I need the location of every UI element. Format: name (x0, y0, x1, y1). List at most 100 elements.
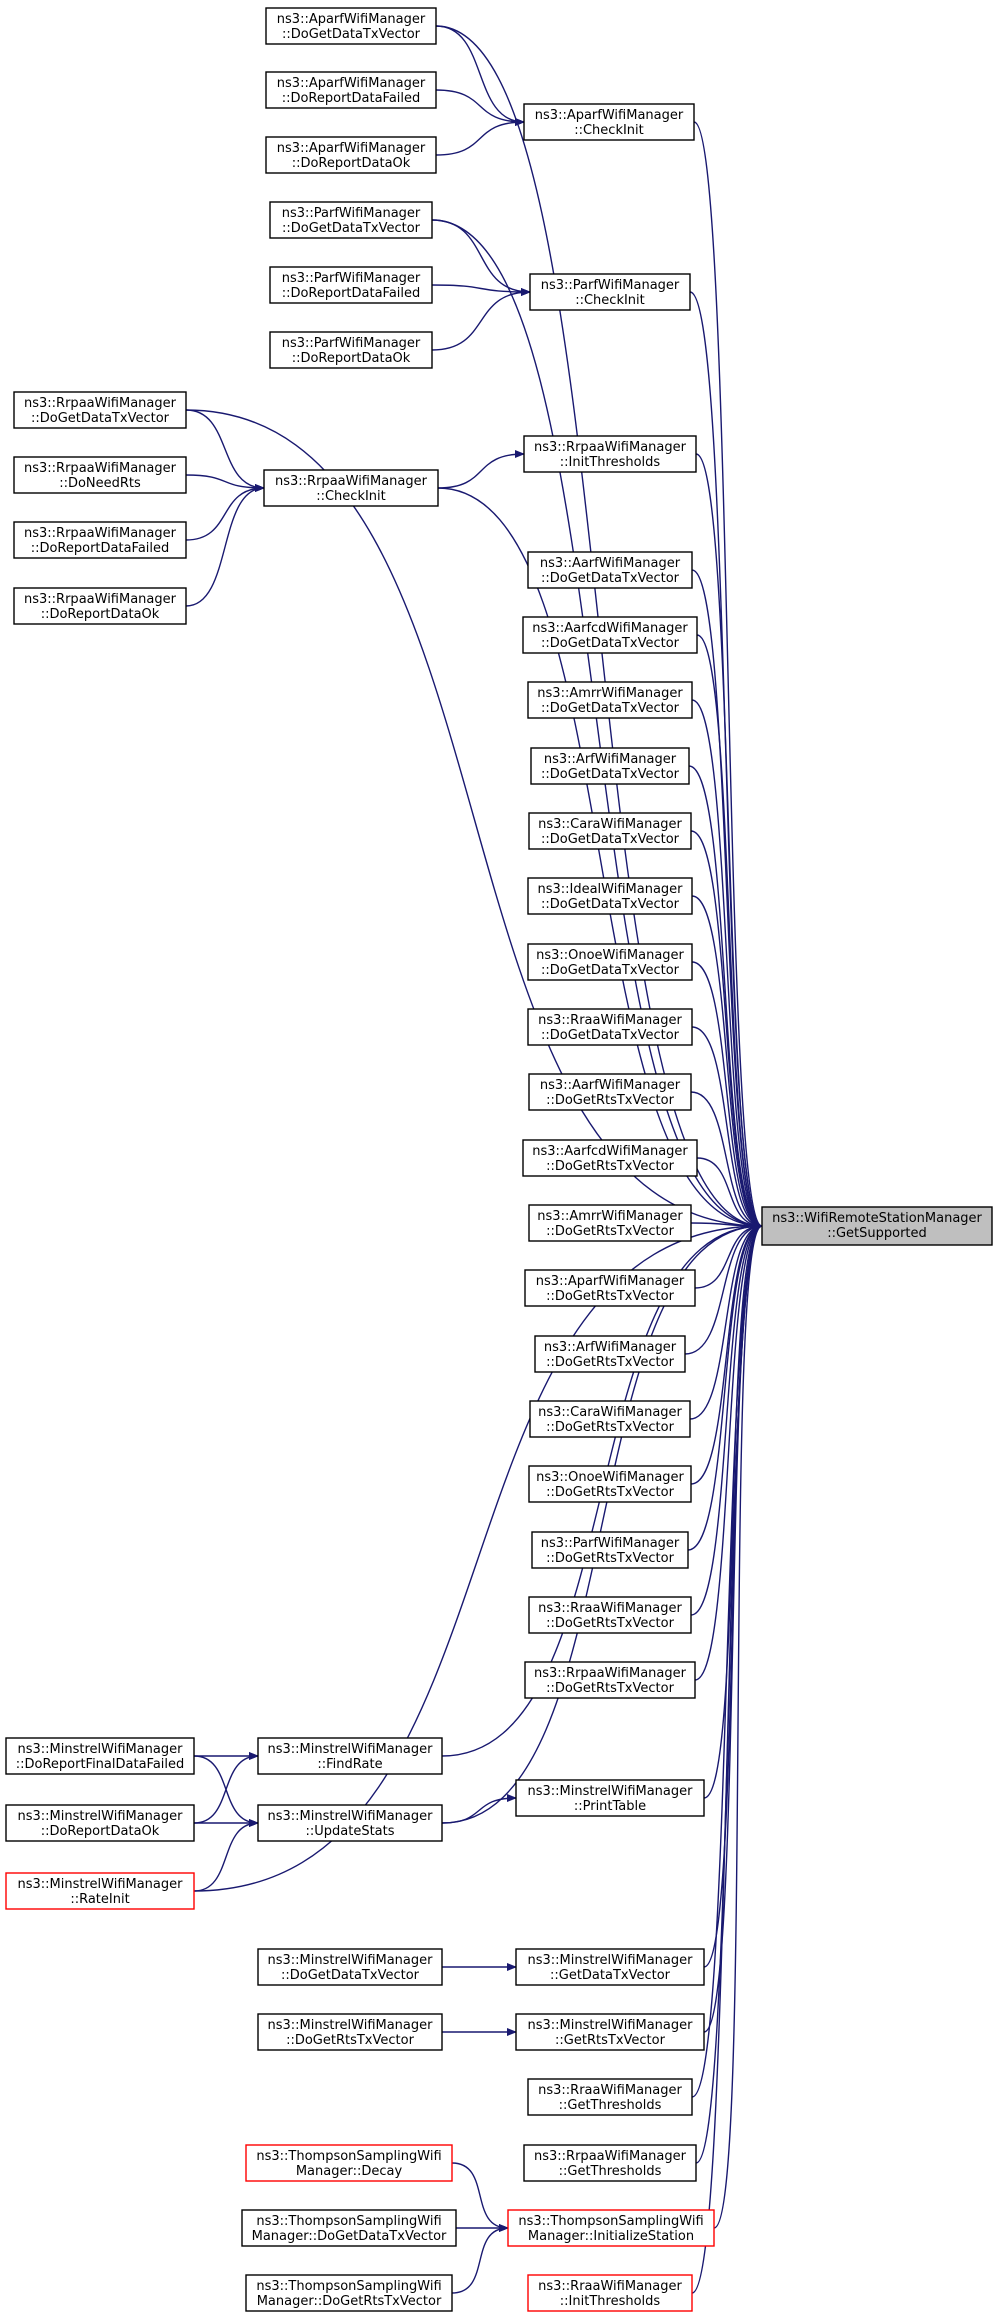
node-label-line: ::DoGetRtsTxVector (546, 1616, 675, 1631)
node-min-gdtv[interactable]: ns3::MinstrelWifiManager::GetDataTxVecto… (515, 1948, 705, 1986)
node-rrpaa-drdo[interactable]: ns3::RrpaaWifiManager::DoReportDataOk (13, 587, 187, 625)
node-rraa-gt[interactable]: ns3::RraaWifiManager::GetThresholds (527, 2078, 693, 2116)
edge-parf_dgdtv-to-parf_ci (431, 219, 531, 296)
node-label-line: ::InitThresholds (560, 455, 661, 470)
node-aparf-ci[interactable]: ns3::AparfWifiManager::CheckInit (523, 103, 695, 141)
node-min-pt[interactable]: ns3::MinstrelWifiManager::PrintTable (515, 1779, 705, 1817)
edge-cara_dgdtv-to-grs (690, 830, 763, 1230)
node-parf-ci[interactable]: ns3::ParfWifiManager::CheckInit (529, 273, 691, 311)
node-label-line: ::DoGetRtsTxVector (546, 1420, 675, 1435)
edge-aparf_drdf-to-aparf_ci (435, 89, 525, 126)
node-parf-drdf[interactable]: ns3::ParfWifiManager::DoReportDataFailed (269, 266, 433, 304)
node-aparf-dgdtv[interactable]: ns3::AparfWifiManager::DoGetDataTxVector (265, 7, 437, 45)
node-min-fr[interactable]: ns3::MinstrelWifiManager::FindRate (257, 1737, 443, 1775)
node-label-line: ::DoReportDataOk (41, 607, 160, 622)
node-label-line: ::GetDataTxVector (550, 1968, 671, 1983)
node-aarfcd-dgrtv[interactable]: ns3::AarfcdWifiManager::DoGetRtsTxVector (522, 1139, 698, 1177)
node-min-drfdf[interactable]: ns3::MinstrelWifiManager::DoReportFinalD… (5, 1737, 195, 1775)
node-ideal-dgdtv[interactable]: ns3::IdealWifiManager::DoGetDataTxVector (527, 877, 693, 915)
edge-ts_is-to-grs (713, 1222, 763, 2229)
node-label-line: ::CheckInit (574, 123, 644, 138)
nodes: ns3::WifiRemoteStationManager::GetSuppor… (5, 7, 993, 2312)
node-rrpaa-dnr[interactable]: ns3::RrpaaWifiManager::DoNeedRts (13, 456, 187, 494)
node-label-line: ::GetThresholds (559, 2098, 662, 2113)
node-rrpaa-ci[interactable]: ns3::RrpaaWifiManager::CheckInit (263, 469, 439, 507)
node-label-line: ns3::RrpaaWifiManager (24, 396, 177, 411)
node-label-line: ::DoGetDataTxVector (541, 701, 680, 716)
node-onoe-dgdtv[interactable]: ns3::OnoeWifiManager::DoGetDataTxVector (527, 943, 693, 981)
node-label-line: ns3::RraaWifiManager (538, 1601, 682, 1616)
node-label-line: ns3::MinstrelWifiManager (17, 1742, 183, 1757)
node-min-ri[interactable]: ns3::MinstrelWifiManager::RateInit (5, 1872, 195, 1910)
node-arf-dgdtv[interactable]: ns3::ArfWifiManager::DoGetDataTxVector (530, 747, 690, 785)
node-min-grtv[interactable]: ns3::MinstrelWifiManager::GetRtsTxVector (515, 2013, 705, 2051)
node-label-line: ::DoGetDataTxVector (541, 963, 680, 978)
node-rrpaa-dgdtv[interactable]: ns3::RrpaaWifiManager::DoGetDataTxVector (13, 391, 187, 429)
node-aparf-dgrtv[interactable]: ns3::AparfWifiManager::DoGetRtsTxVector (524, 1269, 696, 1307)
node-parf-dgrtv[interactable]: ns3::ParfWifiManager::DoGetRtsTxVector (531, 1531, 689, 1569)
node-amrr-dgrtv[interactable]: ns3::AmrrWifiManager::DoGetRtsTxVector (528, 1204, 692, 1242)
node-label-line: ::DoGetDataTxVector (282, 221, 421, 236)
node-ts-is[interactable]: ns3::ThompsonSamplingWifiManager::Initia… (507, 2209, 715, 2247)
edge-aarf_dgrtv-to-grs (690, 1091, 763, 1230)
node-label-line: ns3::MinstrelWifiManager (17, 1877, 183, 1892)
edge-rrpaa_drdf-to-rrpaa_ci (185, 484, 265, 541)
node-onoe-dgrtv[interactable]: ns3::OnoeWifiManager::DoGetRtsTxVector (528, 1465, 692, 1503)
node-min-us[interactable]: ns3::MinstrelWifiManager::UpdateStats (257, 1804, 443, 1842)
node-rraa-dgrtv[interactable]: ns3::RraaWifiManager::DoGetRtsTxVector (528, 1596, 692, 1634)
node-label-line: ns3::RrpaaWifiManager (24, 461, 177, 476)
node-rrpaa-dgrtv[interactable]: ns3::RrpaaWifiManager::DoGetRtsTxVector (524, 1661, 696, 1699)
node-label-line: Manager::InitializeStation (528, 2229, 694, 2244)
node-label-line: ns3::AparfWifiManager (277, 12, 426, 27)
edge-aparf_ci-to-grs (693, 121, 763, 1230)
node-label-line: ::DoReportDataOk (41, 1824, 160, 1839)
node-rrpaa-gt[interactable]: ns3::RrpaaWifiManager::GetThresholds (523, 2144, 697, 2182)
node-label-line: ns3::ParfWifiManager (541, 278, 680, 293)
node-ts-dgrtv[interactable]: ns3::ThompsonSamplingWifiManager::DoGetR… (245, 2274, 453, 2312)
node-rraa-it[interactable]: ns3::RraaWifiManager::InitThresholds (527, 2274, 693, 2312)
node-label-line: ::DoGetDataTxVector (282, 27, 421, 42)
node-rrpaa-it[interactable]: ns3::RrpaaWifiManager::InitThresholds (523, 435, 697, 473)
node-min-drdo[interactable]: ns3::MinstrelWifiManager::DoReportDataOk (5, 1804, 195, 1842)
node-label-line: ::DoGetRtsTxVector (546, 1159, 675, 1174)
node-label-line: ::CheckInit (316, 489, 386, 504)
node-aparf-drdf[interactable]: ns3::AparfWifiManager::DoReportDataFaile… (265, 71, 437, 109)
node-label-line: ::DoNeedRts (59, 476, 141, 491)
edge-rrpaa_dnr-to-rrpaa_ci (185, 474, 265, 492)
node-cara-dgdtv[interactable]: ns3::CaraWifiManager::DoGetDataTxVector (528, 812, 692, 850)
node-label-line: ::DoGetDataTxVector (31, 411, 170, 426)
node-label-line: ns3::RrpaaWifiManager (534, 440, 687, 455)
node-amrr-dgdtv[interactable]: ns3::AmrrWifiManager::DoGetDataTxVector (527, 681, 693, 719)
node-rraa-dgdtv[interactable]: ns3::RraaWifiManager::DoGetDataTxVector (527, 1008, 693, 1046)
node-label-line: ::DoGetRtsTxVector (546, 1355, 675, 1370)
node-label-line: ::DoGetRtsTxVector (546, 1093, 675, 1108)
node-label-line: ns3::CaraWifiManager (538, 817, 682, 832)
node-label-line: ns3::ThompsonSamplingWifi (256, 2279, 441, 2294)
edge-min_us-to-min_pt (441, 1794, 517, 1824)
node-rrpaa-drdf[interactable]: ns3::RrpaaWifiManager::DoReportDataFaile… (13, 521, 187, 559)
node-parf-drdo[interactable]: ns3::ParfWifiManager::DoReportDataOk (269, 331, 433, 369)
node-cara-dgrtv[interactable]: ns3::CaraWifiManager::DoGetRtsTxVector (529, 1400, 691, 1438)
node-label-line: ns3::ParfWifiManager (282, 206, 421, 221)
node-ts-dgdtv[interactable]: ns3::ThompsonSamplingWifiManager::DoGetD… (241, 2209, 457, 2247)
edge-rrpaa_drdo-to-rrpaa_ci (185, 484, 265, 607)
node-grs[interactable]: ns3::WifiRemoteStationManager::GetSuppor… (761, 1206, 993, 1246)
node-label-line: ns3::WifiRemoteStationManager (772, 1211, 982, 1226)
node-label-line: ns3::MinstrelWifiManager (17, 1809, 183, 1824)
edge-min_us-to-grs (441, 1222, 763, 1824)
node-label-line: ::DoReportDataFailed (282, 286, 421, 301)
node-label-line: ::DoReportFinalDataFailed (16, 1757, 185, 1772)
node-aarf-dgrtv[interactable]: ns3::AarfWifiManager::DoGetRtsTxVector (528, 1073, 692, 1111)
node-arf-dgrtv[interactable]: ns3::ArfWifiManager::DoGetRtsTxVector (534, 1335, 686, 1373)
node-label-line: ns3::RraaWifiManager (538, 2083, 682, 2098)
node-aarfcd-dgdtv[interactable]: ns3::AarfcdWifiManager::DoGetDataTxVecto… (522, 616, 698, 654)
node-parf-dgdtv[interactable]: ns3::ParfWifiManager::DoGetDataTxVector (269, 201, 433, 239)
node-label-line: ns3::RrpaaWifiManager (534, 1666, 687, 1681)
node-min-dgdtv[interactable]: ns3::MinstrelWifiManager::DoGetDataTxVec… (257, 1948, 443, 1986)
node-aarf-dgdtv[interactable]: ns3::AarfWifiManager::DoGetDataTxVector (527, 551, 693, 589)
node-min-dgrtv[interactable]: ns3::MinstrelWifiManager::DoGetRtsTxVect… (257, 2013, 443, 2051)
node-label-line: ::DoGetRtsTxVector (546, 1551, 675, 1566)
node-label-line: ns3::ThompsonSamplingWifi (518, 2214, 703, 2229)
node-aparf-drdo[interactable]: ns3::AparfWifiManager::DoReportDataOk (265, 136, 437, 174)
